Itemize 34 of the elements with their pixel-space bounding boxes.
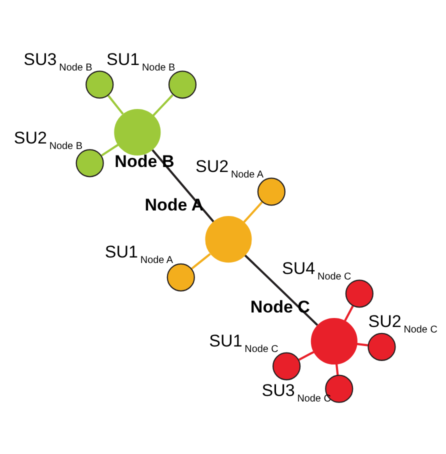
node-label: SU1$_{Node C}$ (209, 331, 278, 355)
connector (298, 350, 314, 360)
node-circle (310, 318, 358, 364)
node-circle (205, 216, 252, 262)
connector (244, 254, 318, 326)
node-circle (368, 332, 396, 360)
node-circle (272, 352, 301, 380)
node-circle (86, 70, 114, 98)
node-label: SU4$_{Node C}$ (282, 258, 352, 282)
connector (344, 305, 354, 321)
node-label: SU1$_{Node A}$ (104, 242, 173, 266)
connector (335, 363, 339, 375)
node-label: Node B (114, 152, 174, 171)
node-circle (76, 148, 104, 177)
node-label: SU2$_{Node A}$ (195, 156, 264, 180)
node-label: Node C (250, 296, 310, 316)
node-label: SU1$_{Node B}$ (106, 49, 176, 73)
connector (243, 200, 264, 222)
node-label: SU3$_{Node C}$ (262, 380, 331, 404)
node-label: SU3$_{Node B}$ (24, 49, 92, 73)
node-circle (345, 279, 374, 308)
connector (356, 342, 368, 346)
connector (107, 94, 124, 114)
node-label: SU2$_{Node C}$ (368, 312, 438, 336)
node-label: SU2$_{Node B}$ (14, 128, 82, 152)
node-circle (257, 177, 286, 206)
connector (190, 252, 211, 270)
node-circle (325, 374, 354, 402)
node-circle (166, 262, 195, 291)
node-circle (168, 70, 197, 98)
connector (101, 143, 119, 156)
connector (152, 148, 215, 222)
connector (152, 94, 174, 116)
node-circle (114, 108, 161, 155)
